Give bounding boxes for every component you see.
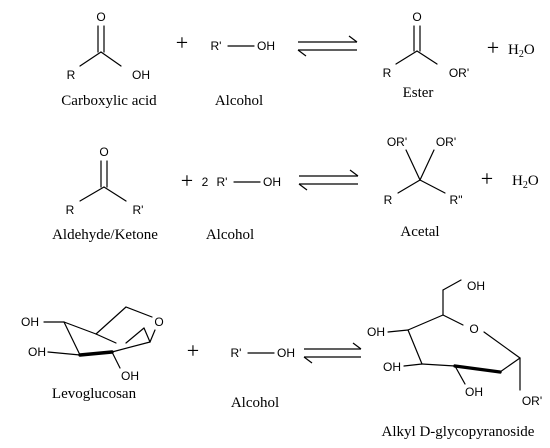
atom-label: R" xyxy=(450,193,463,207)
atom-label: R' xyxy=(133,203,144,217)
atom-label: O xyxy=(154,315,163,329)
compound-caption: Aldehyde/Ketone xyxy=(52,227,158,243)
atom-label: O xyxy=(469,322,478,336)
reaction-glycosylation: OH OH OH O Levoglucosan + R' OH Alcohol … xyxy=(21,279,542,440)
atom-label: O xyxy=(96,10,105,24)
glycopyranoside-structure: OH O OH OH OH OR' xyxy=(367,279,542,408)
compound-caption: Acetal xyxy=(400,224,439,240)
atom-label: O xyxy=(99,145,108,159)
atom-label: R xyxy=(383,66,392,80)
atom-label: OR' xyxy=(436,135,456,149)
atom-label: R xyxy=(384,193,393,207)
atom-label: OR' xyxy=(387,135,407,149)
ester-structure: O R OR' xyxy=(383,10,469,80)
plus-sign: + xyxy=(181,168,193,193)
stoich-coefficient: 2 xyxy=(202,175,209,189)
atom-label: OH xyxy=(21,315,39,329)
alcohol-structure: R' OH xyxy=(231,346,295,360)
atom-label: OH xyxy=(121,369,139,383)
water-formula: H2O xyxy=(512,173,539,191)
atom-label: R xyxy=(67,68,76,82)
atom-label: R' xyxy=(231,346,242,360)
equilibrium-arrow xyxy=(303,342,362,364)
plus-sign: + xyxy=(176,30,188,55)
compound-caption: Alcohol xyxy=(231,395,279,411)
atom-label: OH xyxy=(467,279,485,293)
atom-label: OH xyxy=(263,175,281,189)
compound-caption: Alcohol xyxy=(206,227,254,243)
atom-label: R xyxy=(66,203,75,217)
atom-label: OR' xyxy=(522,394,542,408)
plus-sign: + xyxy=(187,338,199,363)
atom-label: OH xyxy=(367,325,385,339)
water-formula: H2O xyxy=(508,42,535,60)
aldehyde-ketone-structure: O R R' xyxy=(66,145,144,217)
acetal-structure: OR' OR' R R" xyxy=(384,135,463,207)
atom-label: OH xyxy=(277,346,295,360)
plus-sign: + xyxy=(487,35,499,60)
atom-label: R' xyxy=(217,175,228,189)
compound-caption: Ester xyxy=(403,85,434,101)
compound-caption: Carboxylic acid xyxy=(61,93,157,109)
atom-label: R' xyxy=(211,39,222,53)
compound-caption: Levoglucosan xyxy=(52,386,137,402)
reaction-esterification: O R OH Carboxylic acid + R' OH Alcohol O xyxy=(61,10,535,109)
atom-label: OH xyxy=(132,68,150,82)
reaction-acetalization: O R R' Aldehyde/Ketone + 2 R' OH Alcohol xyxy=(52,135,539,243)
compound-caption: Alcohol xyxy=(215,93,263,109)
equilibrium-arrow xyxy=(297,35,358,57)
equilibrium-arrow xyxy=(298,169,359,191)
alcohol-structure: R' OH xyxy=(211,39,275,53)
atom-label: OH xyxy=(257,39,275,53)
plus-sign: + xyxy=(481,166,493,191)
atom-label: OH xyxy=(28,345,46,359)
carboxylic-acid-structure: O R OH xyxy=(67,10,150,82)
levoglucosan-structure: OH OH OH O xyxy=(21,306,164,383)
atom-label: OR' xyxy=(449,66,469,80)
compound-caption: Alkyl D-glycopyranoside xyxy=(382,424,535,440)
atom-label: OH xyxy=(465,385,483,399)
atom-label: OH xyxy=(383,360,401,374)
alcohol-structure: 2 R' OH xyxy=(202,175,281,189)
atom-label: O xyxy=(412,10,421,24)
